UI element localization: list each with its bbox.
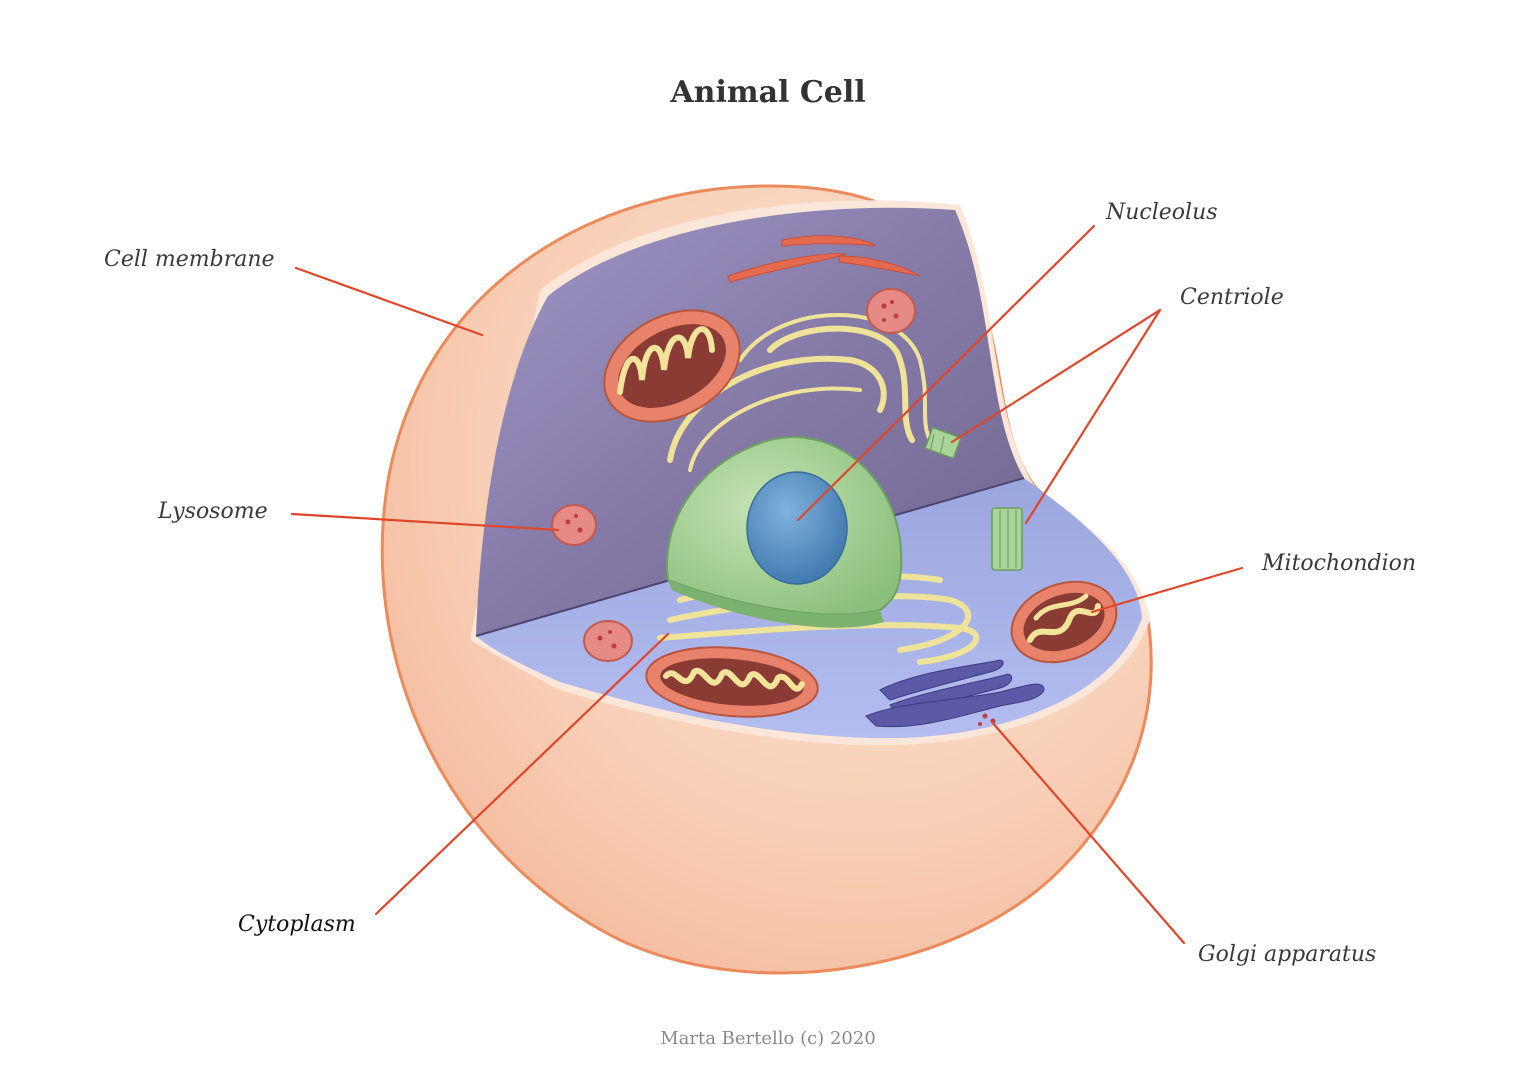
- lysosome-top: [866, 288, 916, 334]
- centriole-wall: [924, 426, 962, 460]
- leader-lysosome: [290, 512, 560, 532]
- leader-mitochondrion: [1090, 566, 1244, 614]
- leader-centriole-2: [1024, 308, 1162, 525]
- label-mitochondrion: Mitochondion: [1261, 551, 1416, 576]
- mitochondrion-floor-right: [1010, 580, 1118, 664]
- label-centriole: Centriole: [1180, 285, 1284, 310]
- nucleus: [666, 436, 903, 628]
- mitochondrion-wall: [603, 309, 741, 423]
- credit-line: Marta Bertello (c) 2020: [660, 1028, 876, 1049]
- mitochondrion-floor-left: [645, 646, 819, 718]
- rough-er: [727, 235, 921, 283]
- leader-centriole-1: [950, 308, 1162, 444]
- leader-nucleolus: [796, 224, 1096, 522]
- golgi-apparatus: [865, 659, 1045, 728]
- leader-cell-membrane: [294, 266, 484, 337]
- centriole-floor: [991, 507, 1023, 571]
- leader-cytoplasm: [374, 632, 670, 916]
- label-cell-membrane: Cell membrane: [104, 247, 275, 272]
- label-cytoplasm: Cytoplasm: [238, 912, 356, 937]
- lysosome-floor: [583, 620, 633, 662]
- label-lysosome: Lysosome: [157, 499, 268, 524]
- lysosome-wall: [551, 504, 597, 546]
- label-golgi: Golgi apparatus: [1198, 942, 1376, 967]
- label-nucleolus: Nucleolus: [1105, 200, 1218, 225]
- leader-golgi: [990, 720, 1186, 945]
- diagram-title: Animal Cell: [669, 75, 865, 110]
- nucleolus-body: [746, 471, 848, 585]
- leader-lines: [290, 224, 1244, 945]
